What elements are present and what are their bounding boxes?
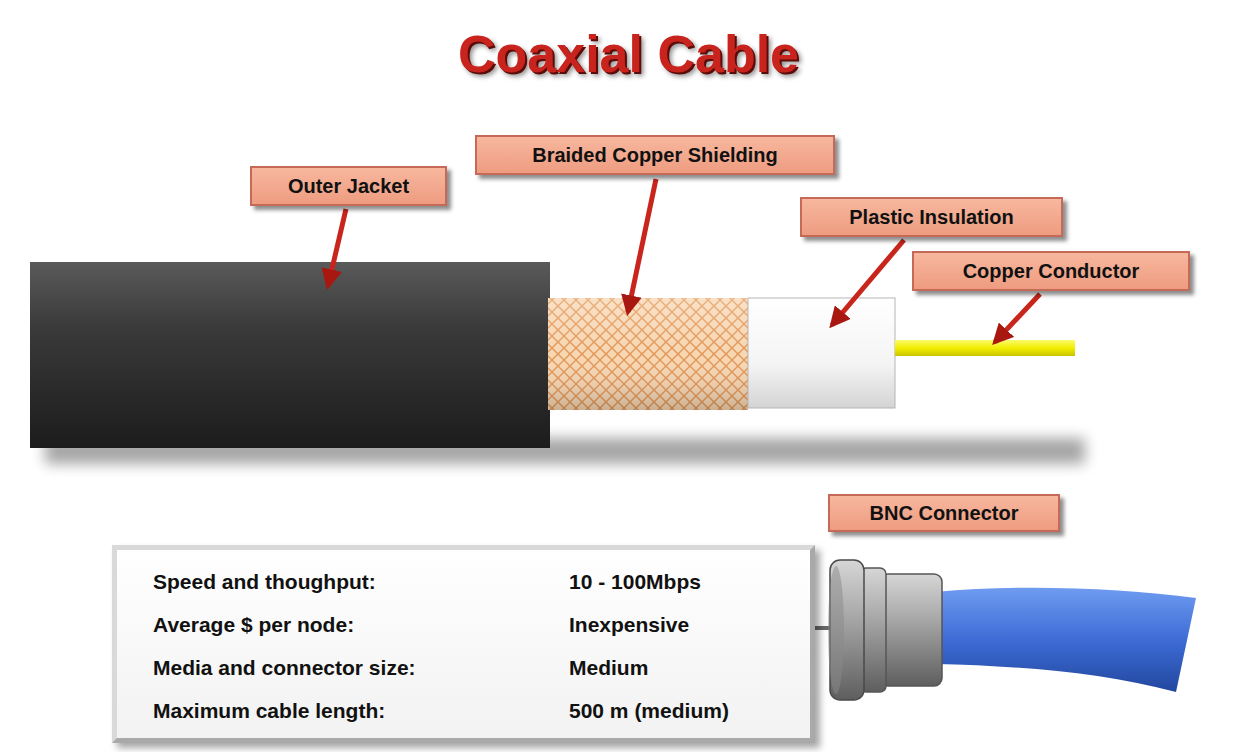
outer-jacket <box>30 262 550 448</box>
callout-box: Outer Jacket <box>250 166 447 206</box>
callout-label: Braided Copper Shielding <box>532 144 778 166</box>
blue-cable <box>935 588 1196 692</box>
spec-value: 500 m (medium) <box>569 699 729 723</box>
braided-shield <box>548 298 748 410</box>
spec-value: Medium <box>569 656 648 680</box>
spec-table: Speed and thoughput: 10 - 100MbpsAverage … <box>112 545 815 743</box>
spec-name: Maximum cable length: <box>153 699 385 723</box>
callout-label: BNC Connector <box>870 502 1019 524</box>
connector-body <box>880 574 942 686</box>
callout-box: Braided Copper Shielding <box>475 135 835 175</box>
plastic-insulation <box>748 298 895 408</box>
leader-arrow <box>995 294 1040 342</box>
leader-arrow <box>328 209 346 286</box>
spec-value: 10 - 100Mbps <box>569 570 701 594</box>
leader-arrow <box>628 179 656 312</box>
callout-box: Plastic Insulation <box>800 197 1063 237</box>
diagram-title: Coaxial Cable <box>458 24 799 84</box>
spec-name: Speed and thoughput: <box>153 570 376 594</box>
callout-label: Copper Conductor <box>963 260 1140 282</box>
bnc-connector <box>778 560 1196 700</box>
callout-box: Copper Conductor <box>912 251 1190 291</box>
spec-name: Average $ per node: <box>153 613 354 637</box>
callout-box: BNC Connector <box>828 494 1060 532</box>
spec-value: Inexpensive <box>569 613 689 637</box>
connector-face-shade <box>828 566 844 694</box>
leader-arrow <box>832 240 904 325</box>
copper-conductor <box>895 340 1075 356</box>
callout-label: Outer Jacket <box>288 175 409 197</box>
braid-shading <box>548 298 748 410</box>
callout-label: Plastic Insulation <box>849 206 1013 228</box>
spec-name: Media and connector size: <box>153 656 416 680</box>
